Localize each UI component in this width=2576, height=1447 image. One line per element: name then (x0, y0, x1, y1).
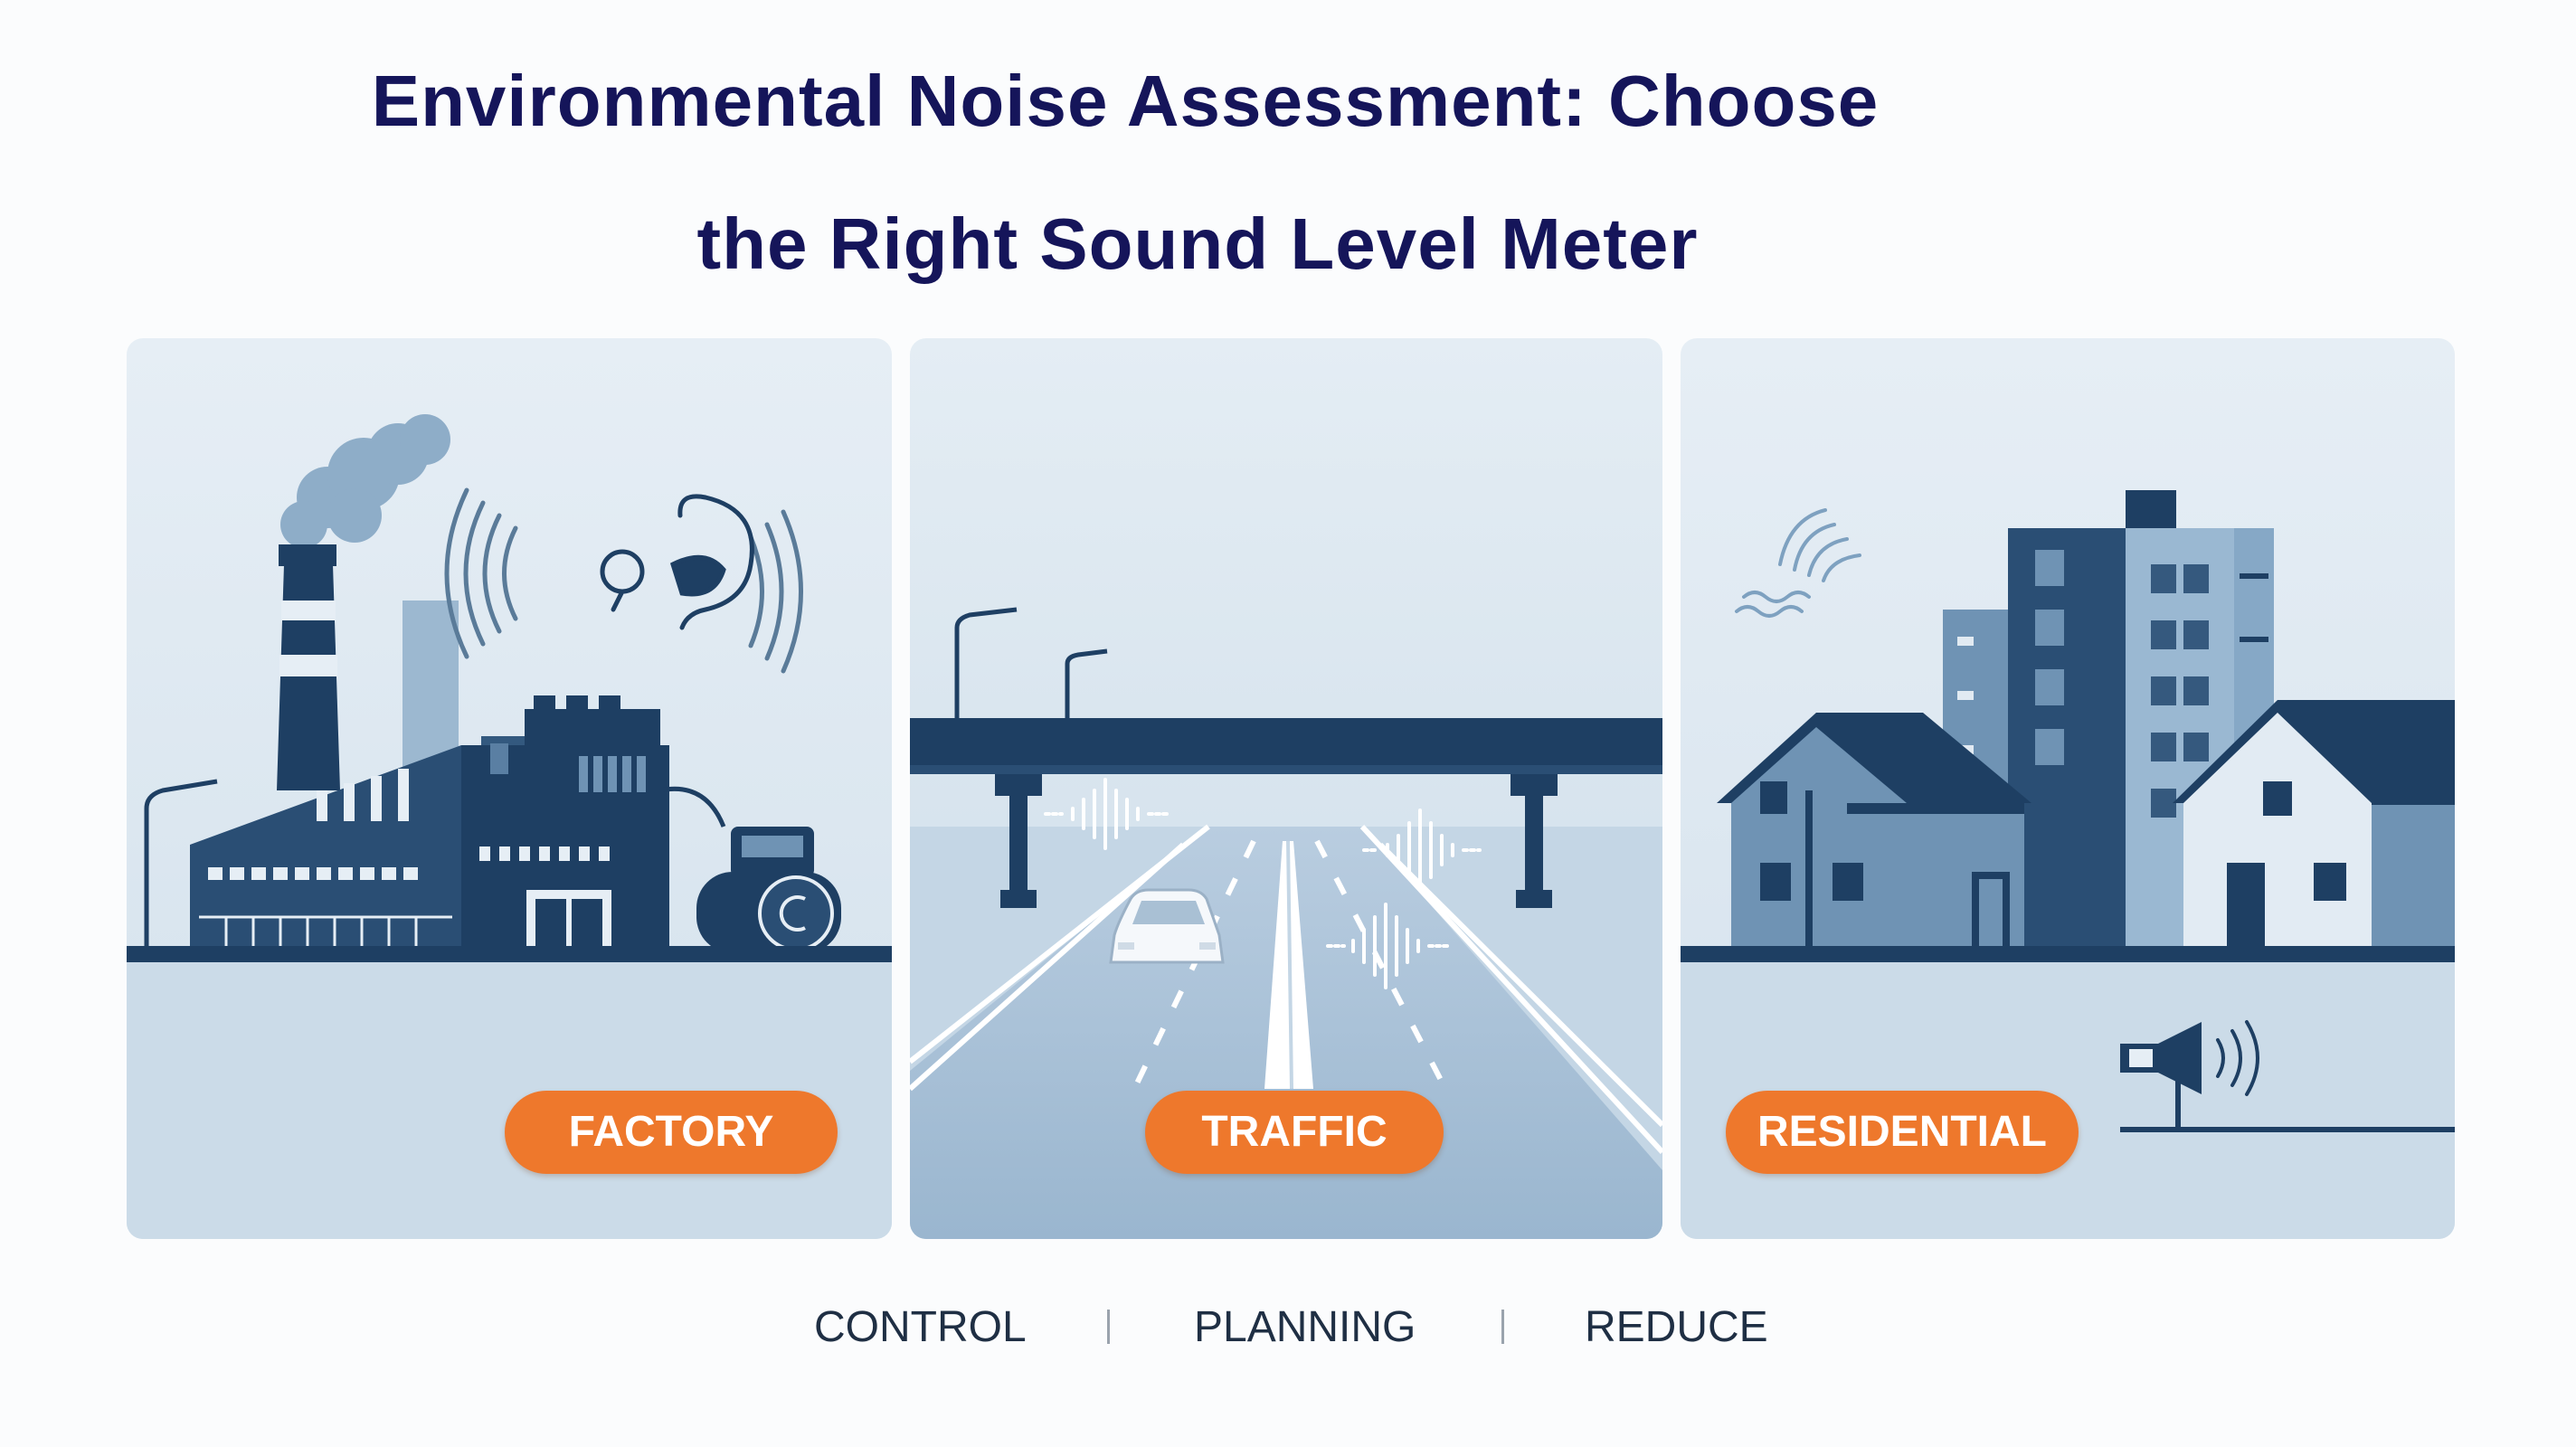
footer-item-planning: PLANNING (1194, 1303, 1416, 1351)
street-lamp-icon (144, 779, 218, 953)
roller-machine-icon (659, 786, 841, 953)
wind-icon (1735, 508, 1861, 618)
factory-badge: FACTORY (505, 1091, 838, 1174)
street-lamp-icon (954, 607, 1108, 718)
smokestack-icon (277, 544, 340, 790)
car-icon (1109, 888, 1225, 964)
house-icon (1717, 713, 2031, 959)
traffic-illustration (910, 338, 1662, 1239)
footer-separator (1501, 1310, 1504, 1344)
factory-icon (190, 695, 669, 953)
residential-badge: RESIDENTIAL (1726, 1091, 2079, 1174)
smoke-icon (280, 414, 450, 548)
traffic-panel: TRAFFIC (910, 338, 1662, 1239)
residential-illustration (1681, 338, 2455, 1239)
sound-wave-icon (1044, 778, 1482, 989)
footer-item-reduce: REDUCE (1585, 1303, 1768, 1351)
footer-separator (1107, 1310, 1110, 1344)
sound-wave-icon (444, 487, 803, 674)
house-icon (2173, 700, 2455, 959)
loudspeaker-icon (2120, 1020, 2455, 1132)
factory-panel: FACTORY (127, 338, 892, 1239)
traffic-badge: TRAFFIC (1145, 1091, 1444, 1174)
ear-icon (600, 494, 754, 630)
residential-panel: RESIDENTIAL (1681, 338, 2455, 1239)
page-title-line-2: the Right Sound Level Meter (696, 203, 1699, 284)
page-title-line-1: Environmental Noise Assessment: Choose (371, 61, 1880, 141)
footer-item-control: CONTROL (814, 1303, 1027, 1351)
overpass-icon (910, 718, 1662, 908)
